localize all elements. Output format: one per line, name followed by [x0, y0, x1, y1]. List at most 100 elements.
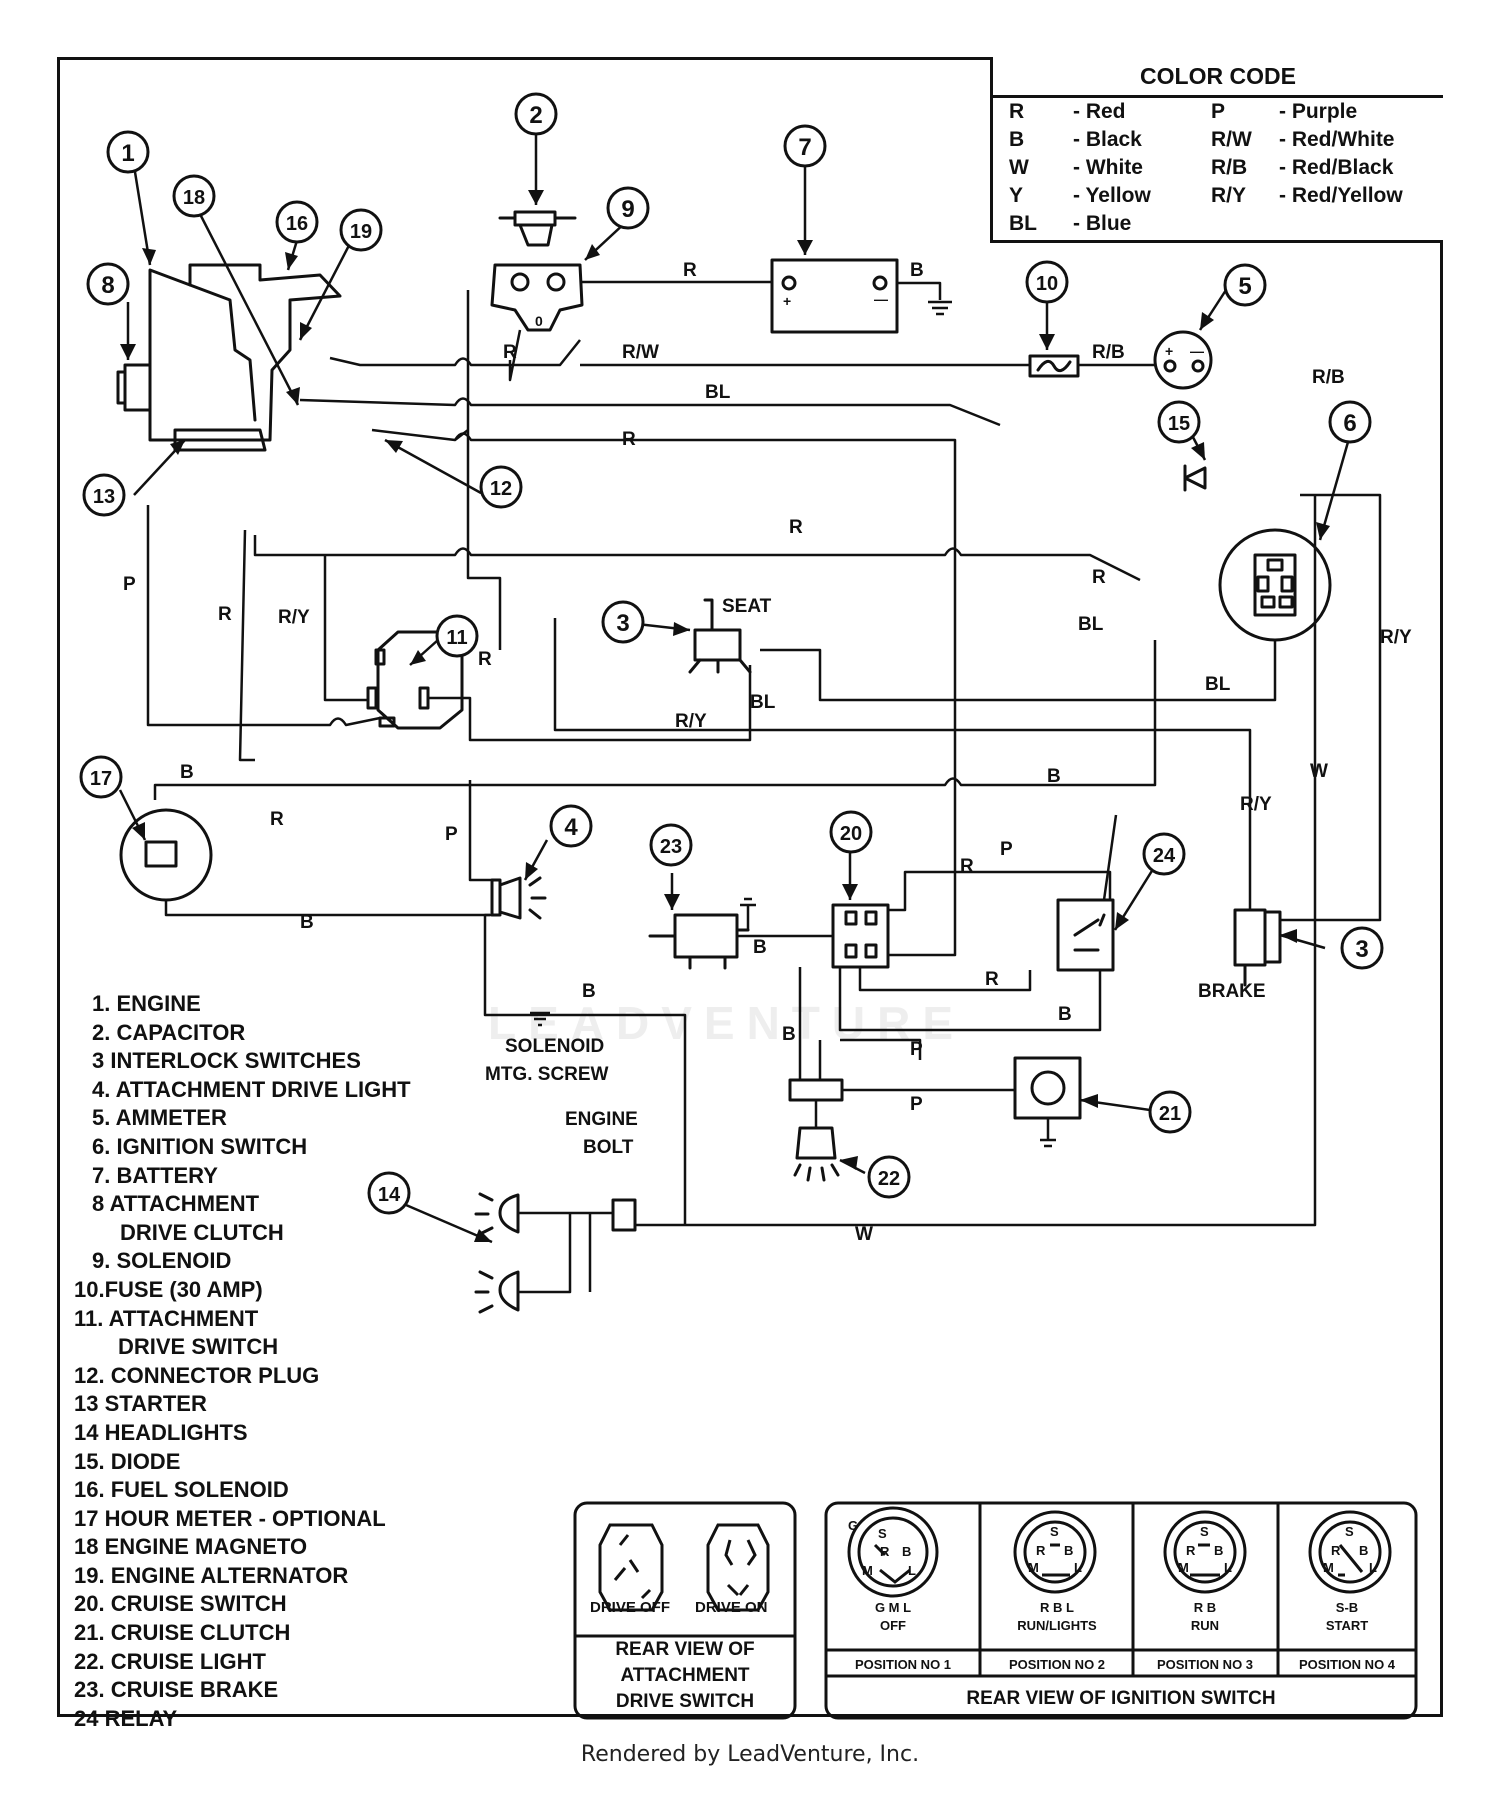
wire-label-r: R	[622, 429, 636, 450]
legend-item: 20. CRUISE SWITCH	[74, 1591, 287, 1617]
terminal-letter-r: R	[1036, 1543, 1046, 1558]
position-2-mode: RUN/LIGHTS	[1017, 1618, 1097, 1633]
headlight-upper	[498, 1193, 520, 1234]
terminal-letter-m: M	[862, 1563, 873, 1578]
wire-label-p: P	[123, 574, 136, 595]
legend-item: 23. CRUISE BRAKE	[74, 1677, 279, 1703]
drive-off-label: DRIVE OFF	[590, 1599, 670, 1616]
engine-bolt-label-1: ENGINE	[565, 1109, 638, 1130]
wire-label-ry: R/Y	[1380, 627, 1412, 648]
cruise-brake	[673, 913, 739, 959]
position-1-terminals: G M L	[875, 1600, 911, 1615]
wire-label-r: R	[960, 856, 974, 877]
wire-label-r: R	[985, 969, 999, 990]
capacitor-body	[498, 210, 577, 227]
wire-label-b: B	[300, 912, 314, 933]
color-code: R/Y	[1211, 184, 1247, 207]
wire-label-r: R	[478, 649, 492, 670]
color-name: - White	[1073, 156, 1143, 179]
ammeter-body	[1153, 330, 1213, 390]
legend-item: 6. IGNITION SWITCH	[92, 1133, 308, 1159]
wire-label-bl: BL	[705, 382, 731, 403]
battery-plus-label: +	[783, 293, 791, 309]
terminal-letter-r: R	[880, 1544, 890, 1559]
color-code: Y	[1009, 184, 1024, 207]
terminal-letter-s: S	[1345, 1524, 1354, 1539]
terminal-letter-b: B	[1214, 1543, 1223, 1558]
legend-item: DRIVE SWITCH	[118, 1334, 279, 1360]
position-1-mode: OFF	[880, 1618, 906, 1633]
wire-label-r: R	[789, 517, 803, 538]
terminal-letter-g: G	[848, 1518, 858, 1533]
attachment-drive-switch	[376, 630, 464, 730]
wire-label-rb: R/B	[1092, 342, 1125, 363]
wire-label-w: W	[855, 1224, 873, 1245]
drive-clutch-pulley	[116, 363, 152, 412]
color-code-row: Y - Yellow R/Y - Red/Yellow	[1005, 182, 1407, 210]
position-3-terminals: R B	[1194, 1600, 1216, 1615]
color-code: R/W	[1211, 128, 1252, 151]
terminal-letter-s: S	[878, 1526, 887, 1541]
callout-19: 19	[350, 221, 372, 243]
callout-12: 12	[490, 478, 512, 500]
terminal-letter-r: R	[1331, 1543, 1341, 1558]
legend-item: 1. ENGINE	[92, 991, 201, 1016]
color-code-row: R - Red P - Purple	[1005, 98, 1407, 126]
color-name: - Purple	[1279, 100, 1358, 123]
callout-18: 18	[183, 187, 205, 209]
engine-outline	[148, 263, 342, 442]
color-name	[1275, 210, 1407, 238]
legend-item: 9. SOLENOID	[92, 1248, 232, 1274]
solenoid-body	[490, 263, 584, 332]
cruise-light-bulb	[795, 1126, 837, 1160]
position-4-label: POSITION NO 4	[1299, 1657, 1396, 1672]
color-name: - Red/Yellow	[1279, 184, 1403, 207]
wire-label-b: B	[1058, 1004, 1072, 1025]
legend-item: 3 INTERLOCK SWITCHES	[92, 1048, 361, 1074]
wire-label-b: B	[753, 937, 767, 958]
attachment-switch-view-title-1: REAR VIEW OF	[615, 1639, 754, 1660]
terminal-letter-r: R	[1186, 1543, 1196, 1558]
callout-2: 2	[529, 102, 542, 129]
terminal-letter-m: M	[1178, 1560, 1189, 1575]
color-code: B	[1009, 128, 1025, 151]
position-4-mode: START	[1326, 1618, 1368, 1633]
cruise-switch	[831, 903, 890, 969]
legend-item: 2. CAPACITOR	[92, 1019, 246, 1045]
drive-off-switch-view	[598, 1523, 664, 1612]
terminal-letter-l: L	[1224, 1560, 1232, 1575]
legend-item: 22. CRUISE LIGHT	[74, 1648, 266, 1674]
wire-label-p: P	[445, 824, 458, 845]
wire-label-ry: R/Y	[1240, 794, 1272, 815]
drive-on-switch-view	[706, 1523, 770, 1612]
solenoid-mtg-label-2: MTG. SCREW	[485, 1064, 609, 1085]
callout-4: 4	[564, 814, 578, 841]
callout-22: 22	[878, 1168, 900, 1190]
legend-item: 13 STARTER	[74, 1391, 207, 1417]
terminal-letter-l: L	[908, 1563, 916, 1578]
legend-item: 15. DIODE	[74, 1448, 181, 1474]
color-code	[1207, 210, 1275, 238]
diode-symbol	[1183, 464, 1207, 492]
cruise-clutch	[1013, 1056, 1082, 1120]
callout-20: 20	[840, 823, 862, 845]
callout-13: 13	[93, 486, 115, 508]
attachment-switch-view-box	[573, 1501, 797, 1720]
color-name: - Yellow	[1073, 184, 1151, 207]
terminal-letter-m: M	[1028, 1560, 1039, 1575]
engine-top	[188, 283, 257, 422]
wire-label-r: R	[270, 809, 284, 830]
legend-item: 12. CONNECTOR PLUG	[74, 1362, 320, 1388]
wire-label-rb: R/B	[1312, 367, 1345, 388]
callout-5: 5	[1238, 273, 1251, 300]
callout-3-brake: 3	[1355, 936, 1368, 963]
terminal-letter-s: S	[1050, 1524, 1059, 1539]
color-name: - Black	[1073, 128, 1142, 151]
color-name: - Red/White	[1279, 128, 1395, 151]
callout-23: 23	[660, 836, 682, 858]
terminal-letter-m: M	[1323, 1560, 1334, 1575]
position-3-label: POSITION NO 3	[1157, 1657, 1253, 1672]
legend-item: 5. AMMETER	[92, 1105, 227, 1131]
color-code: W	[1009, 156, 1029, 179]
